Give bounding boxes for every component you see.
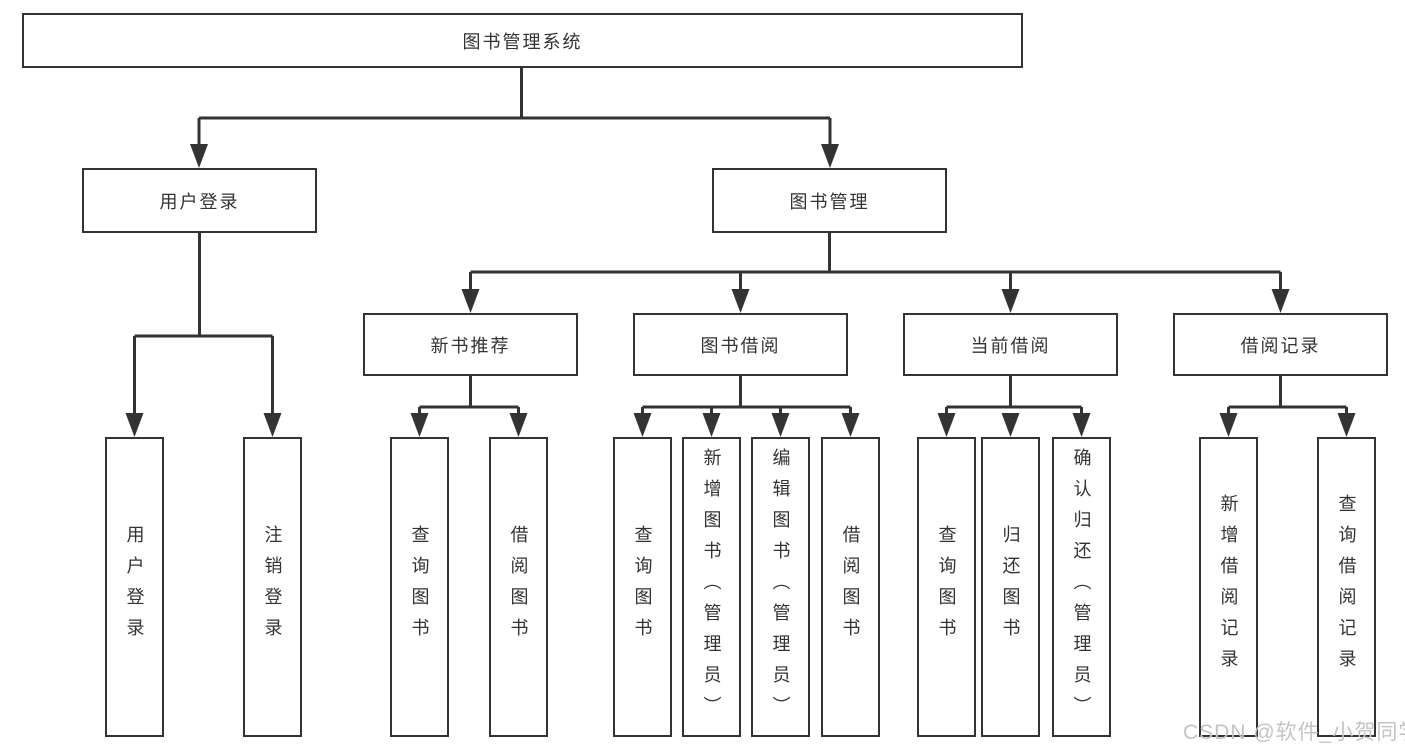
leaf-add-borrow-record: 新增借阅记录 (1199, 437, 1258, 737)
node-book-borrowing: 图书借阅 (633, 313, 848, 376)
leaf-query-books-recommend: 查询图书 (390, 437, 449, 737)
csdn-watermark: CSDN @软件_小贺同学 (1183, 721, 1405, 744)
leaf-user-login: 用户登录 (105, 437, 164, 737)
node-new-book-recommendation: 新书推荐 (363, 313, 578, 376)
leaf-query-borrow-record: 查询借阅记录 (1317, 437, 1376, 737)
leaf-confirm-return-admin: 确认归还（管理员） (1052, 437, 1111, 737)
connector-path (133, 68, 1348, 414)
leaf-borrow-books-recommend: 借阅图书 (489, 437, 548, 737)
arrowheads (125, 144, 1356, 437)
leaf-edit-book-admin: 编辑图书（管理员） (751, 437, 810, 737)
node-user-login: 用户登录 (82, 168, 317, 233)
leaf-query-books-current: 查询图书 (917, 437, 976, 737)
leaf-borrow-books: 借阅图书 (821, 437, 880, 737)
node-book-management: 图书管理 (712, 168, 947, 233)
leaf-query-books-borrow: 查询图书 (613, 437, 672, 737)
leaf-add-book-admin: 新增图书（管理员） (682, 437, 741, 737)
node-borrowing-records: 借阅记录 (1173, 313, 1388, 376)
leaf-return-book: 归还图书 (981, 437, 1040, 737)
node-root: 图书管理系统 (22, 13, 1023, 68)
node-current-borrowing: 当前借阅 (903, 313, 1118, 376)
leaf-logout: 注销登录 (243, 437, 302, 737)
